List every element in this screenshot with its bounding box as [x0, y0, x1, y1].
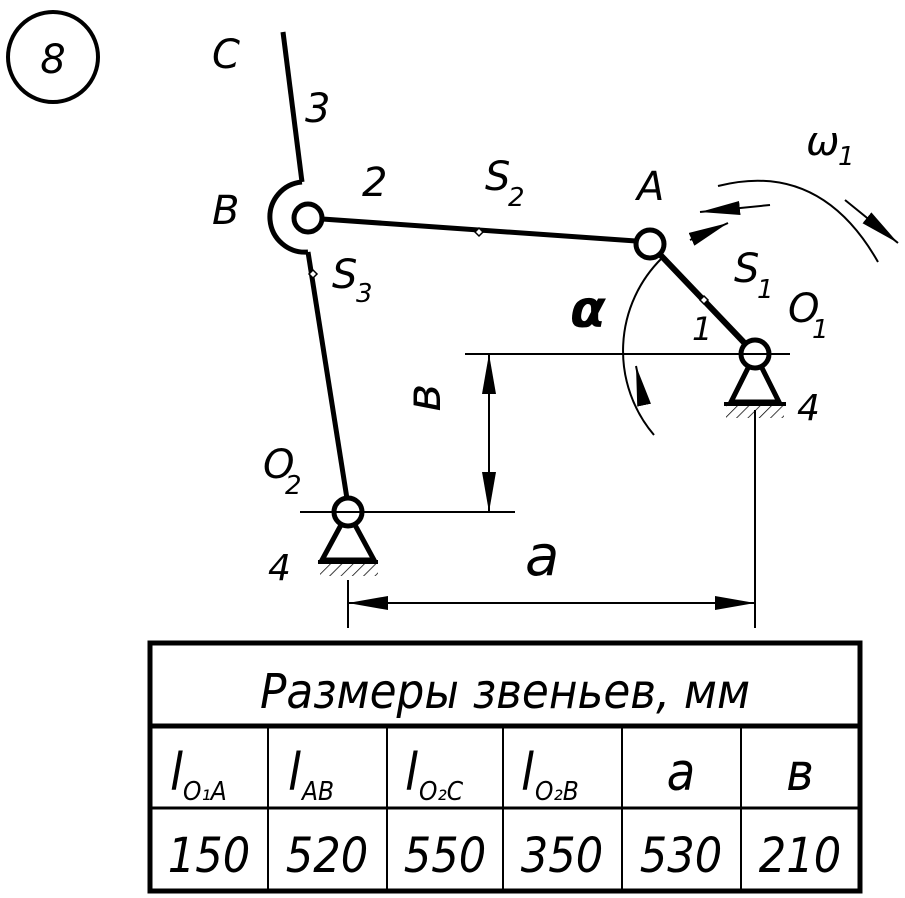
table-header-row: l O₁A l AB l O₂C l O₂B a в	[170, 743, 814, 807]
support-o2	[317, 495, 379, 576]
header-a: a	[667, 743, 696, 803]
s2-center-mark	[473, 226, 485, 238]
label-b-dimension: в	[396, 384, 452, 412]
header-b: в	[786, 743, 814, 803]
label-o1: O	[788, 286, 819, 332]
omega-rotation-arrows	[699, 179, 899, 263]
joint-a	[633, 227, 667, 261]
value-l-o2c: 550	[404, 828, 486, 884]
label-omega: ω	[806, 119, 840, 165]
label-b: B	[212, 188, 239, 234]
label-omega-sub: 1	[838, 142, 855, 172]
label-a-dimension: a	[525, 524, 559, 589]
value-l-ab: 520	[286, 828, 368, 884]
label-o2: O	[263, 442, 294, 488]
s3-center-mark	[307, 268, 319, 280]
joint-b	[291, 201, 325, 235]
header-l-ab: l	[288, 743, 301, 803]
header-l-o2c: l	[405, 743, 418, 803]
header-l-o1a: l	[170, 743, 183, 803]
label-s2: S	[485, 154, 510, 200]
alpha-angle-arc	[622, 222, 729, 436]
header-l-ab-sub: AB	[300, 777, 334, 807]
label-s2-sub: 2	[508, 183, 525, 213]
value-b: 210	[759, 828, 841, 884]
label-c: C	[212, 32, 240, 78]
label-support-right: 4	[797, 388, 820, 429]
label-a-point: A	[634, 164, 664, 210]
header-l-o2c-sub: O₂C	[419, 777, 464, 807]
variant-number: 8	[40, 37, 65, 83]
label-s1: S	[734, 246, 759, 292]
label-link2: 2	[362, 160, 387, 206]
header-l-o2b-sub: O₂B	[535, 777, 579, 807]
header-l-o2b: l	[521, 743, 534, 803]
label-link3: 3	[305, 86, 330, 132]
link-1	[647, 241, 758, 357]
s1-center-mark	[698, 294, 710, 306]
link-2	[307, 215, 651, 245]
label-s1-sub: 1	[757, 275, 774, 305]
dimension-lines	[300, 353, 790, 628]
variant-badge: 8	[6, 10, 100, 104]
label-alpha: α	[570, 280, 606, 340]
label-link1: 1	[692, 310, 712, 348]
table-title: Размеры звеньев, мм	[260, 664, 750, 720]
value-l-o2b: 350	[521, 828, 603, 884]
table-values-row: 150 520 550 350 530 210	[168, 828, 841, 884]
dimensions-table: Размеры звеньев, мм l O₁A l AB l O₂C l O…	[147, 640, 863, 894]
label-support-left: 4	[268, 548, 291, 589]
header-l-o1a-sub: O₁A	[183, 777, 227, 807]
label-s3-sub: 3	[356, 279, 373, 309]
value-a: 530	[640, 828, 722, 884]
label-o2-sub: 2	[285, 471, 302, 501]
label-o1-sub: 1	[812, 315, 829, 345]
value-l-o1a: 150	[168, 828, 250, 884]
label-s3: S	[332, 252, 357, 298]
link-3	[267, 31, 351, 506]
support-o1	[724, 337, 786, 418]
